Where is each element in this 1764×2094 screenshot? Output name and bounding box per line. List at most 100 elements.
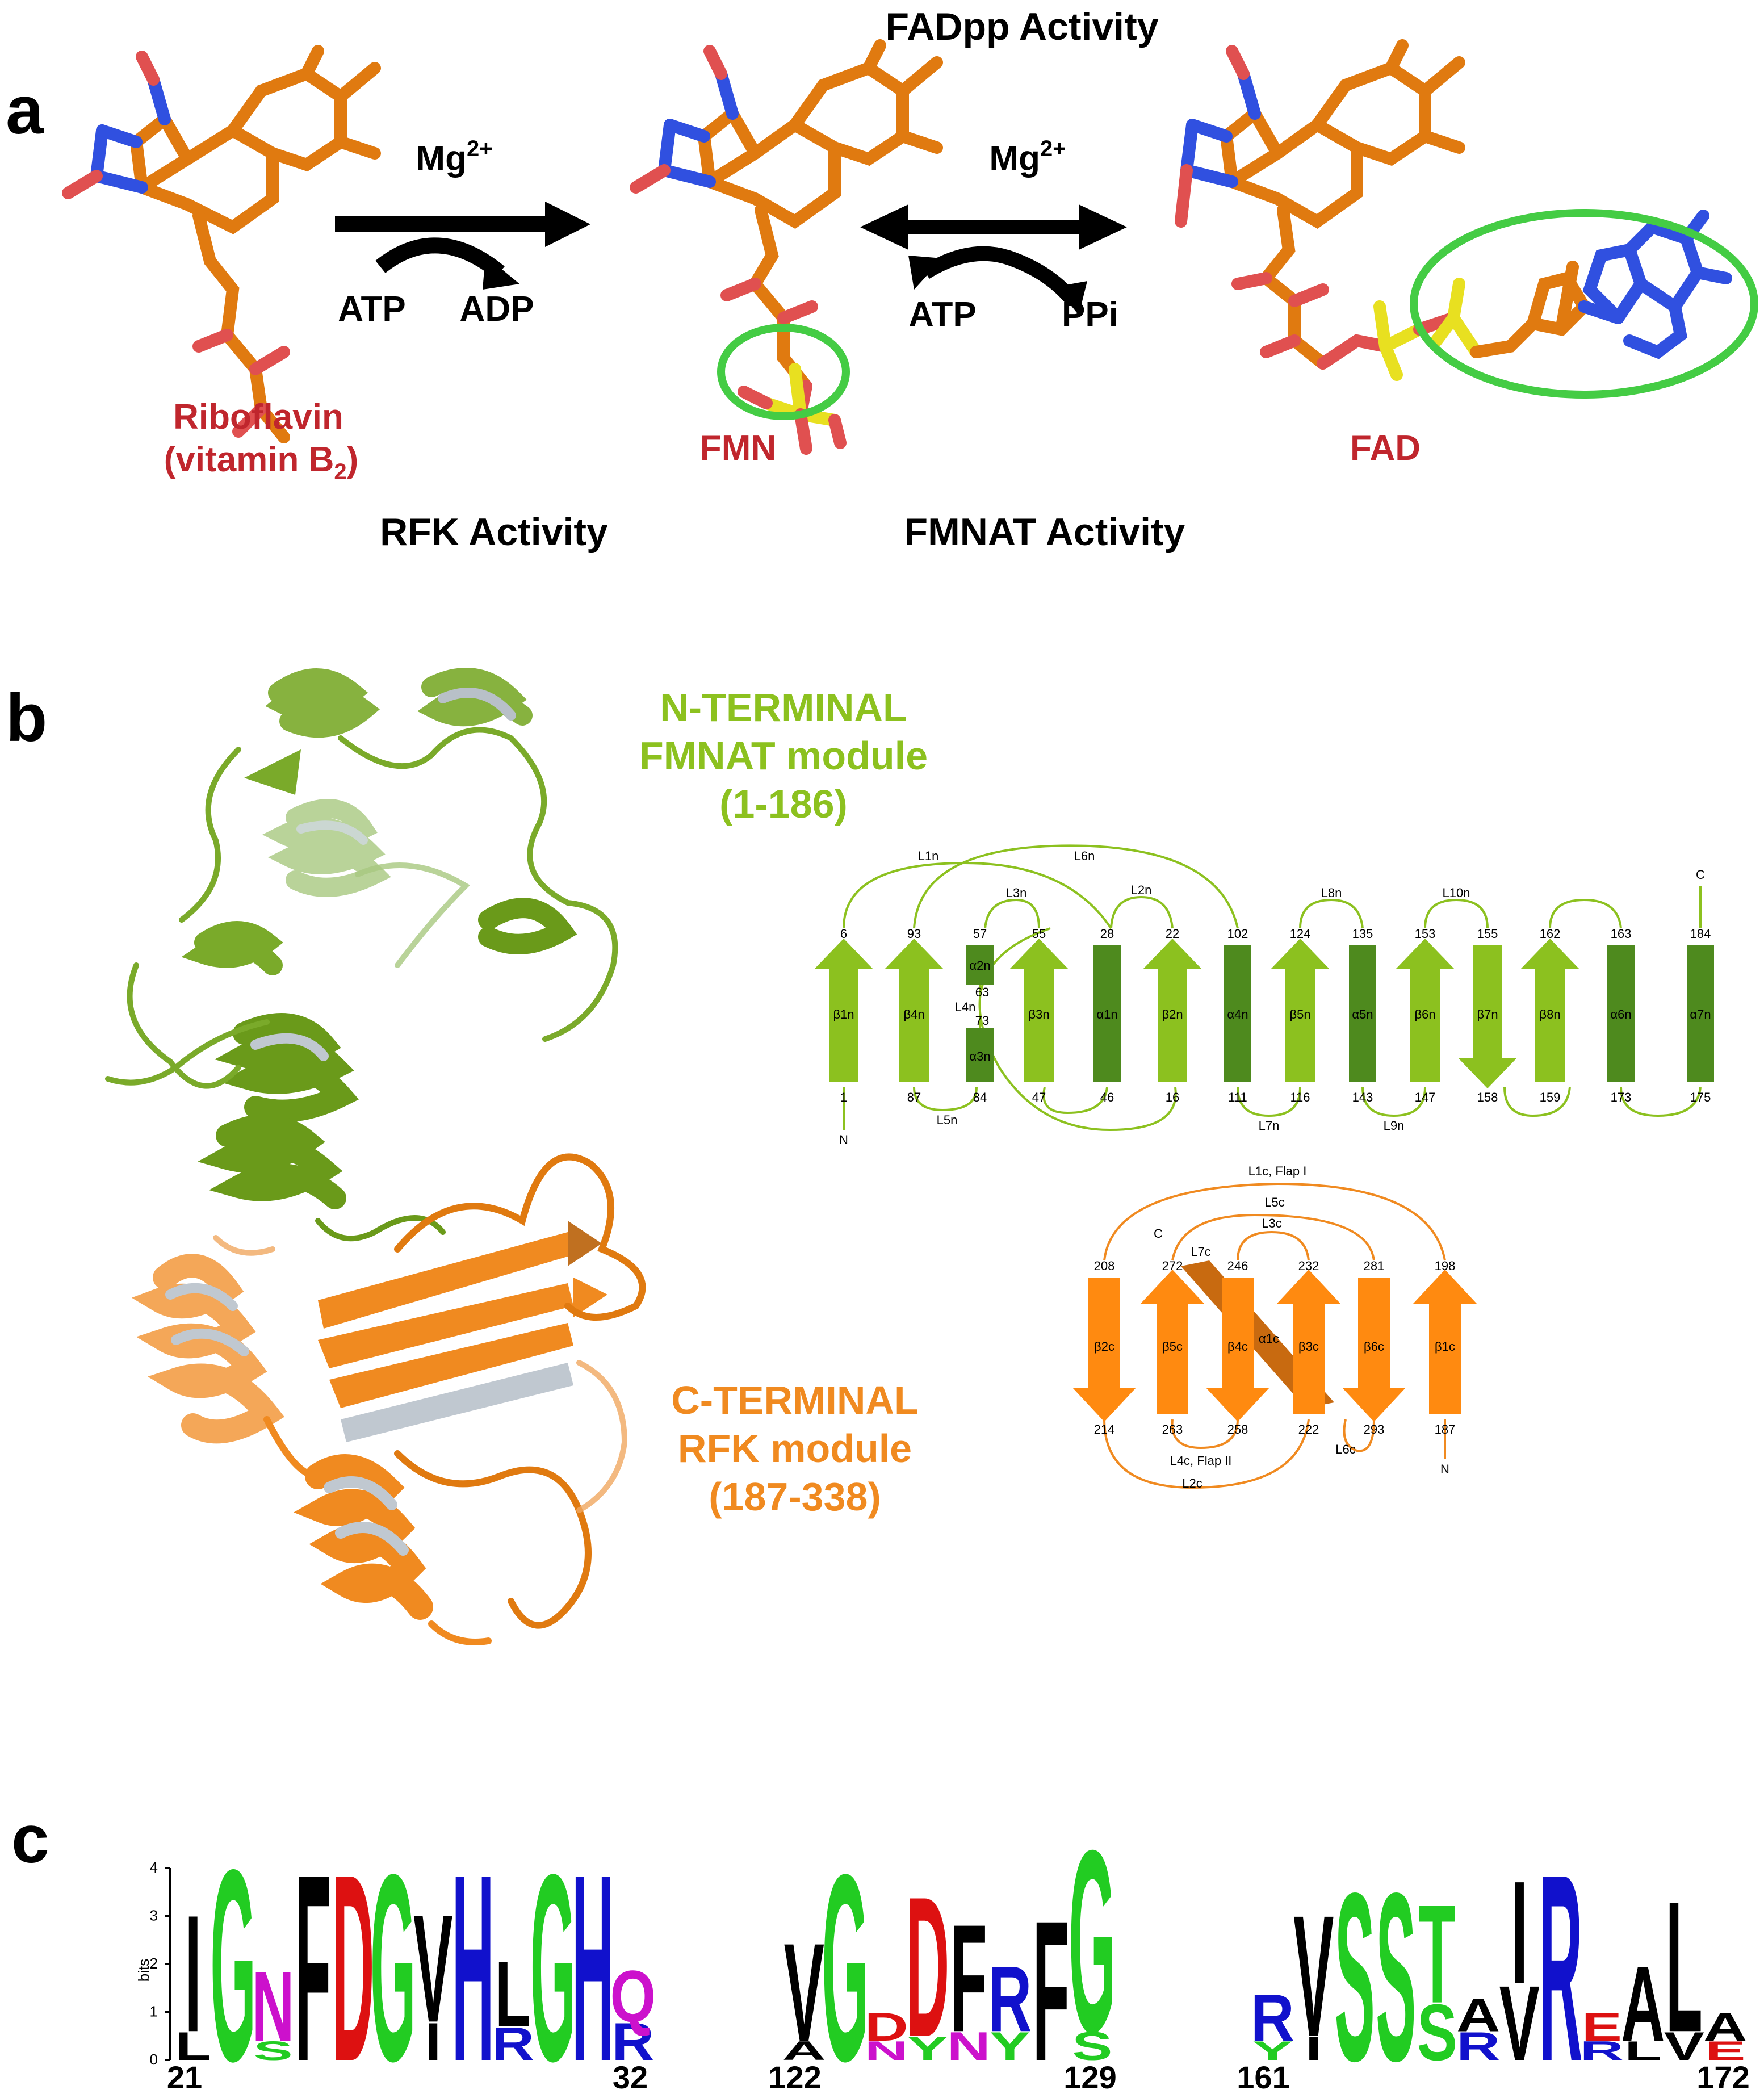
n-topology-strand: [1143, 939, 1202, 1082]
logo-letter: H: [572, 1819, 614, 2094]
atp-label-1: ATP: [338, 290, 405, 329]
c-topology-strand: [1342, 1278, 1406, 1422]
logo-letter: N: [252, 1950, 295, 2062]
panel-a-label: a: [6, 72, 44, 148]
logo-letter: Y: [990, 2024, 1030, 2069]
logo-axis-tick-label: 2: [150, 1955, 158, 1972]
n-topology-helix: [1687, 945, 1714, 1082]
amp-highlight-circle: [1410, 209, 1758, 399]
n-topology-helix-label: α3n: [969, 1049, 990, 1063]
logo-letter: A: [1621, 1945, 1665, 2064]
logo-letter: R: [1251, 1980, 1294, 2055]
c-topology-top-number: 246: [1227, 1259, 1248, 1273]
atp-label-2: ATP: [908, 295, 976, 334]
logo-letter: Y: [1252, 2036, 1293, 2066]
logo-letter: R: [1539, 1820, 1582, 2094]
logo-start-position: 21: [167, 2059, 202, 2094]
n-topology-top-number: 153: [1415, 927, 1436, 941]
n-topology-element-label: β3n: [1028, 1007, 1049, 1021]
n-topology-bottom-number: 116: [1290, 1090, 1310, 1104]
logo-letter: L: [1624, 2036, 1661, 2066]
fad-label: FAD: [1350, 429, 1421, 468]
panel-a: a FADpp Activity Riboflavin (vitamin B2)…: [6, 5, 1758, 554]
fmn-structure: [630, 39, 943, 455]
logo-letter: V: [1293, 1880, 1334, 2073]
logo-letter: F: [1033, 1880, 1070, 2094]
c-topology-element-label: β4c: [1227, 1339, 1248, 1354]
logo-letter: G: [822, 1820, 869, 2094]
reaction-1: Mg2+ ATP ADP: [335, 136, 590, 329]
logo-letter: L: [175, 2024, 211, 2068]
c-terminus-label: C: [1696, 868, 1705, 882]
n-topology-bottom-number: 173: [1611, 1090, 1632, 1104]
n-topology-top-number: 163: [1611, 927, 1632, 941]
logo-letter: E: [1705, 2036, 1745, 2066]
n-topology-strand: [885, 939, 944, 1082]
panel-b-label: b: [6, 680, 47, 756]
n-topology-helix: [1093, 945, 1121, 1082]
ppi-label: PPi: [1062, 295, 1118, 334]
n-topology-top-number: 22: [1166, 927, 1179, 941]
c-topology-top-number: 232: [1298, 1259, 1319, 1273]
c-topology-bottom-number: 293: [1364, 1422, 1385, 1437]
n-topology-bottom-number: 16: [1166, 1090, 1179, 1104]
c-topology-element-label: β3c: [1298, 1339, 1319, 1354]
n-topology-element-label: β1n: [833, 1007, 854, 1021]
n-topology-bottom-number: 87: [907, 1090, 921, 1104]
n-topology-bottom-number: 159: [1540, 1090, 1561, 1104]
logo-letter: G: [530, 1819, 576, 2094]
n-topology-loop-label: L3n: [1006, 886, 1027, 900]
logo-letter: S: [1072, 2024, 1112, 2069]
logo-axis-tick-label: 0: [150, 2051, 158, 2068]
n-topology-top-number: 55: [1032, 927, 1046, 941]
n-topology-element-label: α7n: [1690, 1007, 1711, 1021]
n-topology-top-number: 28: [1100, 927, 1114, 941]
logo-start-position: 161: [1237, 2059, 1289, 2094]
n-topology-helix: [1607, 945, 1635, 1082]
n-topology-bottom-number: 46: [1100, 1090, 1114, 1104]
n-topology-loop-label: L10n: [1443, 886, 1470, 900]
logo-letter: V: [413, 1883, 452, 2054]
logo-letter: N: [865, 2036, 908, 2066]
logo-letter: I: [185, 1881, 202, 2067]
n-topology-top-number: 162: [1540, 927, 1561, 941]
rfk-activity-label: RFK Activity: [380, 510, 608, 554]
logo-letter: N: [947, 2024, 991, 2069]
c-topology-bottom-number: 258: [1227, 1422, 1248, 1437]
n-topology-strand: [814, 939, 873, 1082]
n-terminus-label: N: [839, 1133, 848, 1147]
n-topology-top-number: 93: [907, 927, 921, 941]
logo-letter: F: [295, 1819, 331, 2094]
phosphate-highlight-circle: [717, 324, 850, 420]
c-topology-loop-label: L2c: [1182, 1476, 1202, 1490]
n-topology-element-label: β8n: [1539, 1007, 1560, 1021]
n-topology-mid-number: 73: [975, 1014, 989, 1028]
n-topology-bottom-number: 175: [1690, 1090, 1711, 1104]
fmnat-activity-label: FMNAT Activity: [904, 510, 1185, 554]
n-topology-element-label: β4n: [903, 1007, 924, 1021]
logo-letter: G: [210, 1812, 256, 2094]
n-topology-top-number: 57: [973, 927, 987, 941]
c-topology-loop-label: L5c: [1264, 1195, 1284, 1209]
n-topology-strand: [1458, 945, 1517, 1088]
n-topology-strand: [1396, 939, 1455, 1082]
c-topology-bottom-number: 222: [1298, 1422, 1319, 1437]
logo-letter: A: [1456, 1990, 1500, 2041]
c-topology-loop-label: L3c: [1262, 1216, 1281, 1230]
n-topology-top-number: 102: [1227, 927, 1248, 941]
logo-letter: L: [495, 1943, 531, 2047]
n-topology-loop-label: L1n: [918, 849, 939, 863]
logo-end-position: 172: [1696, 2059, 1749, 2094]
n-terminal-topology-diagram: β1n61β4n9387β3n5547α1n2846β2n2216α4n1021…: [814, 844, 1714, 1147]
n-topology-helix-a3n: [966, 1028, 994, 1082]
logo-letter: I: [1305, 2030, 1322, 2067]
logo-letter: D: [865, 2005, 908, 2050]
riboflavin-structure: [62, 45, 381, 443]
logo-letter: R: [492, 2017, 534, 2070]
n-topology-loop-label: L9n: [1384, 1119, 1405, 1133]
n-topology-top-number: 135: [1352, 927, 1373, 941]
panel-c-label: c: [11, 1801, 49, 1877]
c-topology-element-label: β1c: [1435, 1339, 1455, 1354]
